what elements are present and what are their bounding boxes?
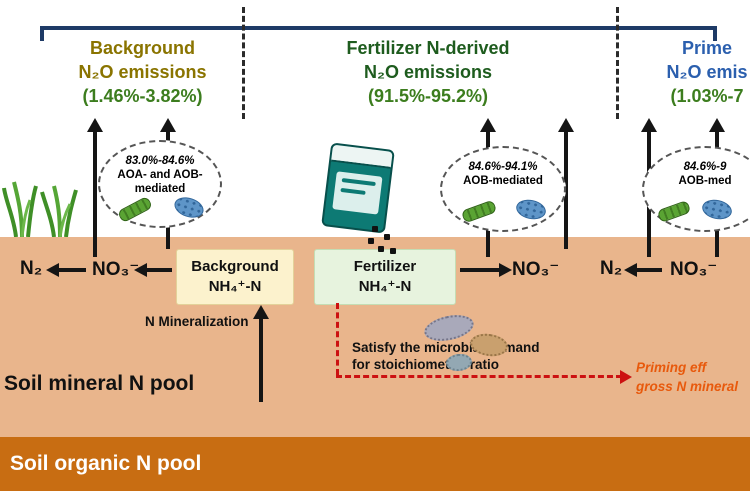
no3-right-label: NO₃⁻ — [670, 259, 718, 280]
microbial-demand-note: Satisfy the microbial demand for stoichi… — [352, 339, 540, 373]
primed-emissions-title-1: Prime — [681, 38, 733, 58]
fertilizer-bag-cap — [331, 144, 393, 169]
fertilizer-granule-icon — [390, 248, 396, 254]
primed-emissions-range: (1.03%-7 — [670, 86, 744, 106]
microbial-demand-line-1: Satisfy the microbial demand — [352, 340, 540, 355]
fertilizer-nh4-line-2: NH₄⁺-N — [358, 278, 412, 295]
microbe-oval-right-label: AOB-med — [678, 175, 732, 187]
mineralization-up-arrow — [253, 305, 269, 402]
grass-icon — [2, 181, 78, 237]
soil-organic-pool-label: Soil organic N pool — [10, 452, 202, 475]
background-emissions-header: Background N₂O emissions (1.46%-3.82%) — [45, 36, 240, 108]
n-mineralization-label: N Mineralization — [145, 314, 249, 329]
microbe-oval-middle-percent: 84.6%-94.1% — [468, 161, 538, 173]
microbe-oval-right-percent: 84.6%-9 — [683, 161, 727, 173]
fertilizer-nh4-line-1: Fertilizer — [353, 258, 417, 275]
fertilizer-emissions-title-2: N₂O emissions — [363, 62, 493, 82]
soil-mineral-pool-label: Soil mineral N pool — [4, 372, 195, 395]
background-nh4-box: Background NH₄⁺-N — [176, 249, 294, 305]
n2-left-label: N₂ — [20, 258, 43, 279]
fertilizer-granule-icon — [372, 226, 378, 232]
up-arrow-background-1 — [87, 118, 103, 257]
background-emissions-range: (1.46%-3.82%) — [82, 86, 203, 106]
cocci-bacterium-icon — [514, 197, 548, 222]
primed-emissions-header: Prime N₂O emis (1.03%-7 — [632, 36, 750, 108]
fertilizer-emissions-header: Fertilizer N-derived N₂O emissions (91.5… — [258, 36, 598, 108]
microbe-oval-right: 84.6%-9 AOB-med — [642, 146, 750, 232]
fertilizer-granule-icon — [368, 238, 374, 244]
microbe-oval-left-label-1: AOA- and AOB- — [117, 169, 203, 181]
bracket-left-tick — [40, 26, 44, 41]
priming-effect-line-2: gross N mineral — [636, 379, 739, 394]
primed-emissions-title-2: N₂O emis — [666, 62, 748, 82]
nitrification-arrow-left — [134, 263, 172, 277]
cocci-bacterium-icon — [700, 197, 734, 222]
priming-arrowhead — [620, 370, 632, 384]
rod-bacterium-icon — [116, 195, 154, 224]
background-emissions-title-2: N₂O emissions — [78, 62, 207, 82]
fertilizer-emissions-range: (91.5%-95.2%) — [367, 86, 489, 106]
fertilizer-bag-label — [332, 171, 383, 215]
denitrification-arrow-left — [46, 263, 86, 277]
fertilizer-emissions-title-1: Fertilizer N-derived — [346, 38, 510, 58]
fertilizer-nh4-box: Fertilizer NH₄⁺-N — [314, 249, 456, 305]
rod-bacterium-icon — [656, 199, 692, 224]
rod-bacterium-icon — [460, 199, 498, 224]
priming-dashed-line-vertical — [336, 303, 339, 375]
background-nh4-line-2: NH₄⁺-N — [208, 278, 262, 295]
microbe-oval-left-label-2: mediated — [134, 183, 186, 195]
cocci-bacterium-icon — [171, 193, 207, 222]
section-separator-left — [242, 7, 245, 119]
bracket-line — [40, 26, 717, 30]
microbe-oval-middle-label: AOB-mediated — [463, 175, 543, 187]
microbe-oval-left-percent: 83.0%-84.6% — [125, 155, 195, 167]
fertilizer-bag-icon — [321, 142, 395, 234]
background-nh4-line-1: Background — [191, 258, 279, 275]
section-separator-right — [616, 7, 619, 119]
microbe-oval-middle: 84.6%-94.1% AOB-mediated — [440, 146, 566, 232]
nitrification-arrow-middle — [460, 263, 512, 277]
priming-effect-note: Priming eff gross N mineral — [636, 358, 738, 396]
bracket-right-tick — [713, 26, 717, 41]
no3-middle-label: NO₃⁻ — [512, 259, 560, 280]
up-arrow-fertilizer-2 — [558, 118, 574, 249]
priming-dashed-line-horizontal — [336, 375, 622, 378]
fertilizer-granule-icon — [378, 246, 384, 252]
background-emissions-title-1: Background — [89, 38, 195, 58]
fertilizer-granule-icon — [384, 234, 390, 240]
priming-effect-line-1: Priming eff — [636, 360, 707, 375]
soil-organic-band: Soil organic N pool — [0, 437, 750, 491]
denitrification-arrow-middle — [624, 263, 662, 277]
n2-middle-label: N₂ — [600, 258, 623, 279]
microbe-oval-left: 83.0%-84.6% AOA- and AOB- mediated — [98, 140, 222, 228]
no3-left-label: NO₃⁻ — [92, 259, 140, 280]
